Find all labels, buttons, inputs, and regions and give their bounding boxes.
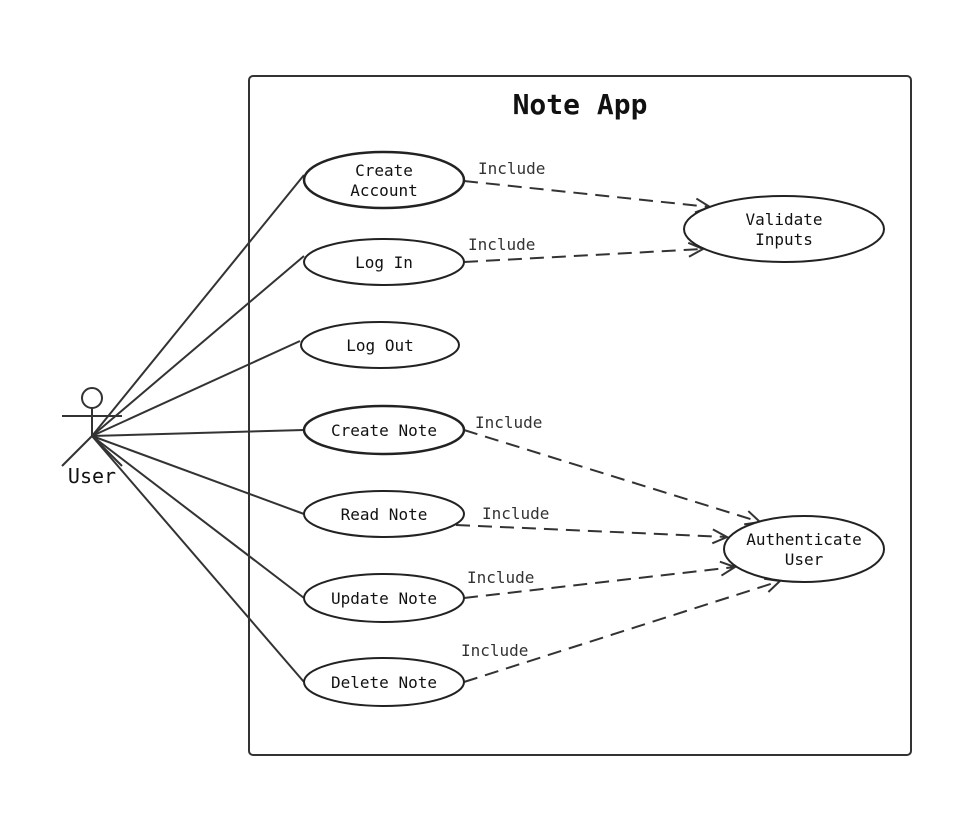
use-case-label: Delete Note <box>331 673 437 692</box>
include-label: Include <box>478 159 545 178</box>
use-case-ellipse <box>303 490 465 538</box>
association-read-note <box>91 435 305 515</box>
association-delete-note <box>91 435 305 683</box>
include-line-update-note <box>463 566 736 599</box>
use-case-ellipse <box>300 321 460 369</box>
use-case-label: Create Note <box>331 421 437 440</box>
include-line-read-note <box>455 524 728 538</box>
association-update-note <box>91 435 305 599</box>
use-case-label: Create <box>355 161 413 180</box>
include-label: Include <box>461 641 528 660</box>
include-line-delete-note <box>463 580 781 683</box>
include-arrowhead <box>711 528 730 545</box>
actor-left-leg <box>61 435 93 467</box>
include-label: Include <box>468 235 535 254</box>
include-label: Include <box>482 504 549 523</box>
use-case-label: Inputs <box>755 230 813 249</box>
association-log-out <box>91 340 301 437</box>
use-case-ellipse <box>302 150 466 210</box>
actor-user: User <box>61 387 123 488</box>
use-case-label: User <box>785 550 824 569</box>
include-label: Include <box>475 413 542 432</box>
association-create-note <box>91 429 305 437</box>
use-case-create-note[interactable]: Create Note <box>302 404 466 456</box>
include-line-create-note <box>463 429 761 523</box>
use-case-label: Validate <box>745 210 822 229</box>
actor-right-leg <box>91 435 123 467</box>
use-case-label: Account <box>350 181 417 200</box>
system-title: Note App <box>513 88 648 121</box>
use-case-label: Update Note <box>331 589 437 608</box>
use-case-label: Log Out <box>346 336 413 355</box>
use-case-ellipse <box>303 657 465 707</box>
actor-head <box>81 387 103 409</box>
use-case-log-out[interactable]: Log Out <box>300 321 460 369</box>
actor-label: User <box>68 464 116 488</box>
use-case-update-note[interactable]: Update Note <box>303 573 465 623</box>
connectors: IncludeIncludeIncludeIncludeIncludeInclu… <box>91 159 783 683</box>
use-case-ellipse <box>723 515 885 583</box>
use-case-ellipse <box>302 404 466 456</box>
use-case-label: Log In <box>355 253 413 272</box>
include-line-create-account <box>463 180 711 208</box>
use-case-read-note[interactable]: Read Note <box>303 490 465 538</box>
include-label: Include <box>467 568 534 587</box>
use-case-log-in[interactable]: Log In <box>303 238 465 286</box>
use-case-ellipse <box>683 195 885 263</box>
use-case-label: Authenticate <box>746 530 862 549</box>
association-log-in <box>91 255 305 437</box>
use-case-ellipse <box>303 573 465 623</box>
include-line-log-in <box>463 248 704 263</box>
use-case-ellipse <box>303 238 465 286</box>
association-create-account <box>91 174 305 437</box>
use-case-delete-note[interactable]: Delete Note <box>303 657 465 707</box>
use-case-label: Read Note <box>341 505 428 524</box>
